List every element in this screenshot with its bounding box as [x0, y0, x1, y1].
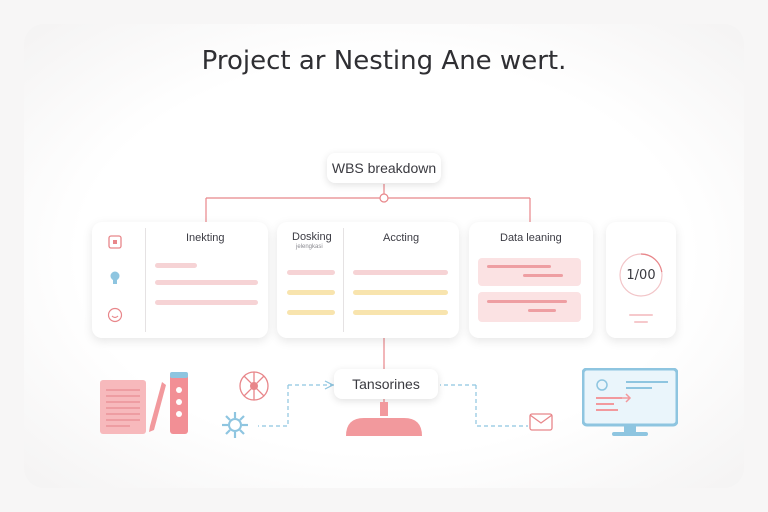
bottom-node-label: Tansorines: [352, 376, 420, 392]
pencil-icon: [149, 382, 166, 432]
bottom-node-tansorines[interactable]: Tansorines: [334, 369, 438, 399]
placeholder-bar: [523, 274, 563, 277]
card-data-leaning[interactable]: Data leaning: [469, 222, 593, 338]
card-subheader: jelengkasi: [296, 244, 323, 250]
card-divider: [343, 228, 344, 332]
placeholder-bar: [629, 314, 653, 316]
gauge-ring: [619, 253, 663, 297]
placeholder-bar: [634, 321, 648, 323]
page-title: Project ar Nesting Ane wert.: [201, 46, 567, 76]
card-header: Data leaning: [500, 232, 562, 244]
monitor-icon: [346, 402, 422, 436]
gear-icon: [222, 412, 248, 438]
placeholder-bar: [155, 263, 197, 268]
placeholder-bar: [528, 309, 556, 312]
placeholder-bar: [287, 310, 335, 315]
placeholder-bar: [353, 290, 448, 295]
placeholder-bar: [287, 270, 335, 275]
placeholder-bar: [487, 300, 567, 303]
junction-node: [379, 193, 389, 203]
list-item-panel: [478, 292, 581, 322]
card-divider: [145, 228, 146, 332]
placeholder-bar: [487, 265, 551, 268]
network-icon: [239, 371, 269, 401]
mail-icon: [529, 413, 553, 431]
placeholder-bar: [155, 280, 258, 285]
smile-icon: [107, 307, 123, 323]
placeholder-bar: [353, 310, 448, 315]
placeholder-bar: [353, 270, 448, 275]
desktop-icon: [582, 368, 678, 436]
gauge-value: 1/00: [626, 268, 656, 283]
document-icon: [100, 380, 146, 434]
card-header: Inekting: [186, 232, 225, 244]
calendar-icon: [108, 235, 122, 249]
card-header: Accting: [383, 232, 420, 244]
checklist-icon: [170, 372, 188, 434]
lightbulb-icon: [110, 271, 120, 284]
card-header: Dosking: [292, 231, 332, 243]
root-node-wbs-breakdown[interactable]: WBS breakdown: [327, 153, 441, 183]
placeholder-bar: [287, 290, 335, 295]
card-gauge[interactable]: 1/00: [606, 222, 676, 338]
card-inekting[interactable]: Inekting: [92, 222, 268, 338]
list-item-panel: [478, 258, 581, 286]
root-node-label: WBS breakdown: [331, 160, 437, 176]
placeholder-bar: [155, 300, 258, 305]
card-dosking-accting[interactable]: Dosking jelengkasi Accting: [277, 222, 459, 338]
